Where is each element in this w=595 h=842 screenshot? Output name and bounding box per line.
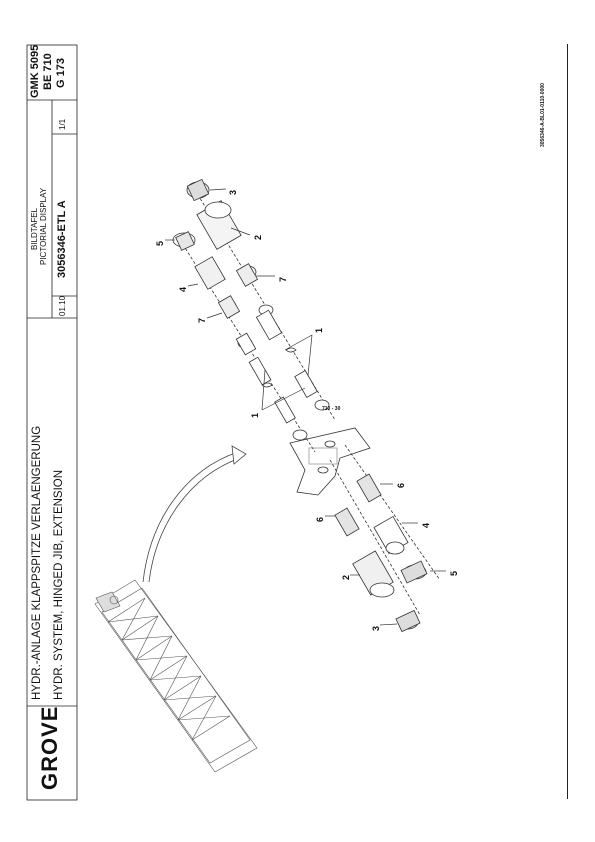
group-number: G 173 (55, 58, 67, 88)
sheet-number: 1/1 (58, 118, 67, 130)
callout-2-bottom: 2 (341, 574, 351, 580)
document-number: 3056346-ETL A (56, 200, 68, 278)
callout-4-top: 4 (178, 286, 188, 292)
callout-3-bottom: 3 (371, 625, 381, 631)
callout-2-top: 2 (253, 234, 263, 240)
drawing-reference: 3056346-A-BL01-0110-0000 (540, 83, 546, 147)
label-bildtafel: BILDTAFEL (30, 207, 39, 250)
callout-5-top: 5 (155, 240, 165, 246)
title-german: HYDR.-ANLAGE KLAPPSPITZE VERLAENGERUNG (31, 425, 43, 700)
callout-6-left: 6 (315, 516, 325, 522)
callout-6-right: 6 (396, 482, 406, 488)
callout-1-left: 1 (250, 412, 260, 418)
date-field: 01.10 (58, 295, 67, 316)
callout-4-bottom: 4 (421, 522, 431, 528)
callout-7-left: 7 (197, 317, 207, 323)
lower-fittings (329, 444, 441, 633)
hinged-jib-lattice (94, 579, 258, 773)
label-pictorial-display: PICTORIAL DISPLAY (39, 187, 48, 265)
hose-chain-right (186, 178, 336, 421)
title-english: HYDR. SYSTEM, HINGED JIB, EXTENSION (53, 469, 65, 700)
variant-number: BE 710 (42, 53, 54, 90)
callout-3-top: 3 (228, 189, 238, 195)
callout-7-right: 7 (278, 276, 288, 282)
right-border-line (567, 44, 568, 799)
hose-chain-left (172, 231, 316, 453)
page-number: 710 - 30 (322, 406, 341, 412)
title-block-frame (26, 44, 78, 801)
pointer-arrow (142, 445, 247, 583)
callout-1-right: 1 (314, 327, 324, 333)
brand-logo: GROVE (37, 705, 62, 790)
callout-leaders (165, 188, 446, 626)
callout-5-bottom: 5 (449, 570, 459, 576)
model-number: GMK 5095 (29, 44, 41, 98)
